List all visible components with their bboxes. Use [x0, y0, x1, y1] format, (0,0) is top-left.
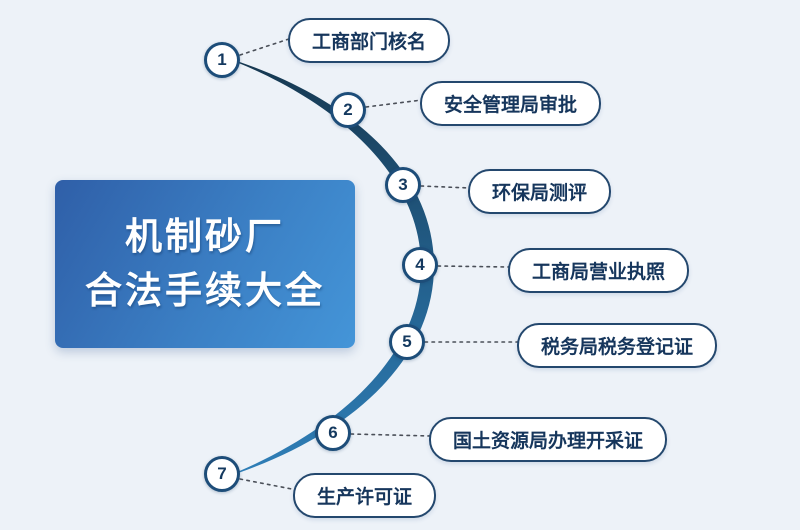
- step-label-7: 生产许可证: [293, 473, 437, 518]
- connector-2: [365, 99, 423, 108]
- step-label-6: 国土资源局办理开采证: [429, 417, 668, 462]
- crescent-arc: [221, 56, 434, 478]
- connector-6: [350, 433, 432, 437]
- step-number-6: 6: [315, 415, 351, 451]
- step-label-2: 安全管理局审批: [420, 81, 602, 126]
- step-number-5: 5: [389, 324, 425, 360]
- step-label-5: 税务局税务登记证: [517, 323, 718, 368]
- connector-4: [437, 265, 511, 268]
- step-label-1: 工商部门核名: [288, 18, 451, 63]
- connector-3: [420, 185, 471, 189]
- step-number-2: 2: [330, 92, 366, 128]
- title-line-2: 合法手续大全: [85, 270, 325, 311]
- step-label-4: 工商局营业执照: [508, 248, 690, 293]
- connector-7: [239, 478, 298, 491]
- step-number-4: 4: [402, 247, 438, 283]
- title-line-1: 机制砂厂: [125, 215, 285, 257]
- connector-1: [239, 37, 293, 56]
- step-number-3: 3: [385, 167, 421, 203]
- title-card: 机制砂厂 合法手续大全: [55, 180, 355, 348]
- step-number-7: 7: [204, 456, 240, 492]
- step-label-3: 环保局测评: [468, 169, 612, 214]
- step-number-1: 1: [204, 42, 240, 78]
